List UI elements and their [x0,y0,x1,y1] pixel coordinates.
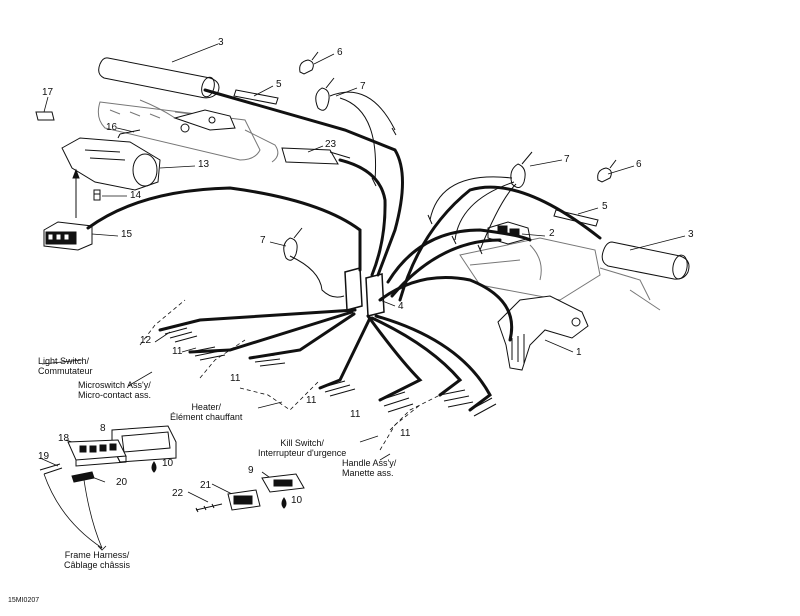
callout-11-a: 11 [172,346,183,357]
callout-3-right: 3 [688,229,694,240]
label-handle-fr: Manette ass. [342,468,394,478]
figure-reference: 15MI0207 [8,597,40,604]
group-brackets [139,299,441,451]
callout-8: 8 [100,423,106,434]
label-microswitch-fr: Micro-contact ass. [78,390,152,400]
label-microswitch: Microswitch Ass'y/ Micro-contact ass. [78,380,151,400]
throttle-lever [497,295,589,371]
callout-17: 17 [42,87,54,98]
callout-9: 9 [248,465,254,476]
heater-connector [281,147,351,165]
terminals [39,463,223,513]
callout-19: 19 [38,451,50,462]
label-light-switch: Light Switch/ Commutateur [38,356,93,376]
tie-strap-top [315,77,335,111]
label-kill-switch-fr: Interrupteur d'urgence [258,448,347,458]
label-light-switch-fr: Commutateur [38,366,93,376]
callout-1: 1 [576,347,582,358]
connector-9 [261,473,305,493]
tie-strap-right [510,151,533,188]
callout-6-right: 6 [636,159,642,170]
callout-10-a: 10 [162,458,174,469]
callout-6-left: 6 [337,47,343,58]
label-heater: Heater/ Élément chauffant [170,402,242,422]
tie-strap-left [283,227,303,261]
callout-7-right: 7 [564,154,570,165]
label-heater-en: Heater/ [191,402,221,412]
clip-right [597,159,617,183]
callout-15: 15 [121,229,133,240]
callout-16: 16 [106,122,118,133]
left-grip [98,57,220,99]
callout-20: 20 [116,477,128,488]
callout-11-e: 11 [400,428,411,439]
switch-housing [61,137,161,191]
switch-15 [43,221,93,251]
bulb [93,189,101,201]
callout-11-b: 11 [230,373,241,384]
heat-shrink-right [553,209,599,227]
callout-4: 4 [398,301,404,312]
label-leaders [41,359,391,461]
clip-left [299,51,319,75]
callout-12: 12 [140,335,152,346]
callout-11-d: 11 [350,409,361,420]
connector-21 [227,489,261,511]
wire-sleeves [344,267,385,317]
callout-13: 13 [198,159,210,170]
heat-shrink-left [233,89,279,105]
decal [35,111,55,121]
label-light-switch-en: Light Switch/ [38,356,90,366]
callout-7-left: 7 [260,235,266,246]
right-grip [601,241,690,280]
callout-18: 18 [58,433,70,444]
connector-18 [67,439,127,467]
label-handle-en: Handle Ass'y/ [342,458,397,468]
callout-3-left: 3 [218,37,224,48]
label-handle: Handle Ass'y/ Manette ass. [342,458,396,478]
left-handlebar [97,99,279,163]
label-frame-harness: Frame Harness/ Câblage châssis [64,550,130,570]
callout-5-left: 5 [276,79,282,90]
label-frame-harness-fr: Câblage châssis [64,560,131,570]
frame-harness-bracket [43,473,107,551]
callout-21: 21 [200,480,212,491]
callout-2: 2 [549,228,555,239]
label-kill-switch-en: Kill Switch/ [280,438,324,448]
callout-14: 14 [130,190,142,201]
grease-drop-1 [151,461,157,473]
left-brake-pieces [173,109,236,133]
callout-11-c: 11 [306,395,317,406]
callout-22: 22 [172,488,184,499]
leader-arrows [289,91,517,298]
connector-pins [159,323,497,417]
label-frame-harness-en: Frame Harness/ [64,550,130,560]
grease-drop-2 [281,497,287,509]
callout-7-top: 7 [360,81,366,92]
callout-5-right: 5 [602,201,608,212]
label-microswitch-en: Microswitch Ass'y/ [78,380,151,390]
label-kill-switch: Kill Switch/ Interrupteur d'urgence [258,438,346,458]
callout-23: 23 [325,139,337,150]
screw [117,129,141,139]
callout-10-b: 10 [291,495,303,506]
label-heater-fr: Élément chauffant [170,412,243,422]
